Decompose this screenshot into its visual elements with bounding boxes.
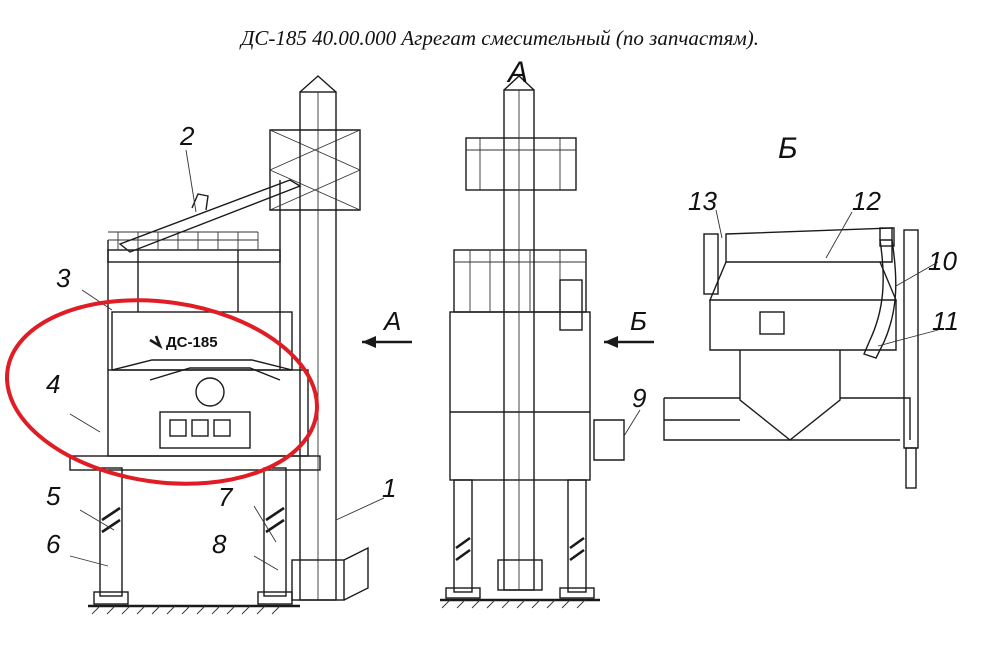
callout-3: 3: [56, 263, 71, 293]
highlight-ellipse: [5, 298, 319, 486]
callout-6: 6: [46, 529, 61, 559]
callout-4: 4: [46, 369, 60, 399]
view-b: [663, 209, 939, 489]
side-view-a: [440, 75, 654, 609]
callout-1: 1: [382, 473, 396, 503]
callout-7: 7: [218, 482, 234, 512]
callout-5: 5: [46, 481, 61, 511]
view-label-a: А: [506, 56, 528, 89]
callout-13: 13: [688, 186, 717, 216]
arrow-label-a: А: [382, 306, 401, 336]
callout-9: 9: [632, 383, 646, 413]
callout-10: 10: [928, 246, 957, 276]
arrow-label-b: Б: [630, 306, 647, 336]
callout-8: 8: [212, 529, 227, 559]
drawing-title: ДС-185 40.00.000 Агрегат смесительный (п…: [240, 26, 760, 50]
front-view: ДС-185: [69, 75, 412, 615]
model-plate-text: ДС-185: [166, 334, 218, 351]
callout-11: 11: [932, 306, 959, 336]
callout-12: 12: [852, 186, 881, 216]
callout-2: 2: [179, 121, 195, 151]
view-label-b: Б: [778, 132, 798, 165]
